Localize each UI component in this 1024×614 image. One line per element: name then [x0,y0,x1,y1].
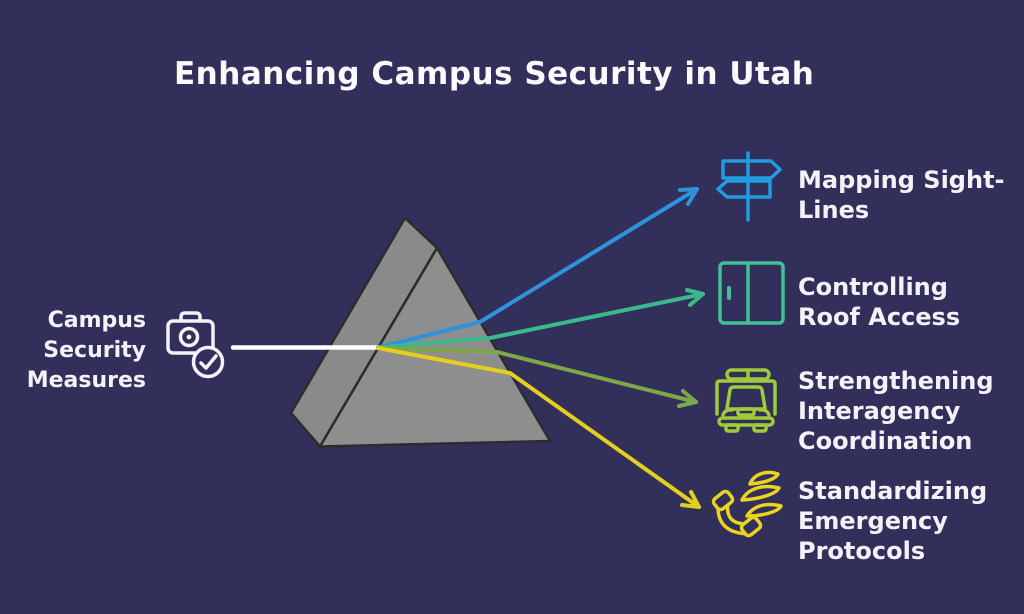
bus-windshield [725,385,767,411]
item-label-standardizing-emergency: Standardizing Emergency Protocols [798,477,988,565]
item-label-mapping-sight-lines: Mapping Sight- Lines [798,166,1005,224]
signpost-icon [716,151,782,222]
arrowhead [680,490,701,509]
ringing-phone-icon [711,470,783,538]
bus-headlight-right [758,408,771,417]
handset-mouth-cup [739,515,763,538]
item-label-controlling-roof-access: Controlling Roof Access [798,273,961,331]
ray-standardizing-emergency [376,346,701,509]
ray-line [376,346,698,404]
check-mark [199,354,218,370]
bus-body [715,379,777,416]
camera-check-icon [166,311,225,379]
arrowhead [685,288,705,307]
arrowhead [677,389,698,408]
item-label-strengthening-interagency: Strengthening Interagency Coordination [798,367,994,455]
bus-icon [715,368,777,433]
ray-controlling-roof-access [376,288,705,350]
bus-foot-right [752,423,768,433]
camera-lens [178,326,200,348]
handset-ear-cup [711,489,735,512]
camera-body [166,319,215,355]
ray-line [376,292,705,350]
ray-line [376,346,701,509]
door-frame [718,261,785,325]
ring-wave-1 [748,470,780,486]
door-icon [718,261,785,325]
source-label: Campus Security Measures [26,308,146,393]
page-title: Enhancing Campus Security in Utah [174,56,815,92]
ray-strengthening-interagency [376,346,698,408]
ring-wave-2 [740,484,781,502]
bus-grille [736,407,756,417]
ray-line [376,187,699,350]
camera-lens-dot [186,334,192,340]
bus-headlight-left [721,408,734,417]
bus-foot-left [724,423,740,433]
ray-mapping-sight-lines [376,187,699,350]
arrowhead [678,187,699,206]
bus-bumper [717,416,775,427]
sign-right [721,159,782,180]
ring-wave-3 [745,502,783,518]
sign-left [716,179,772,199]
camera-bump [179,311,202,323]
